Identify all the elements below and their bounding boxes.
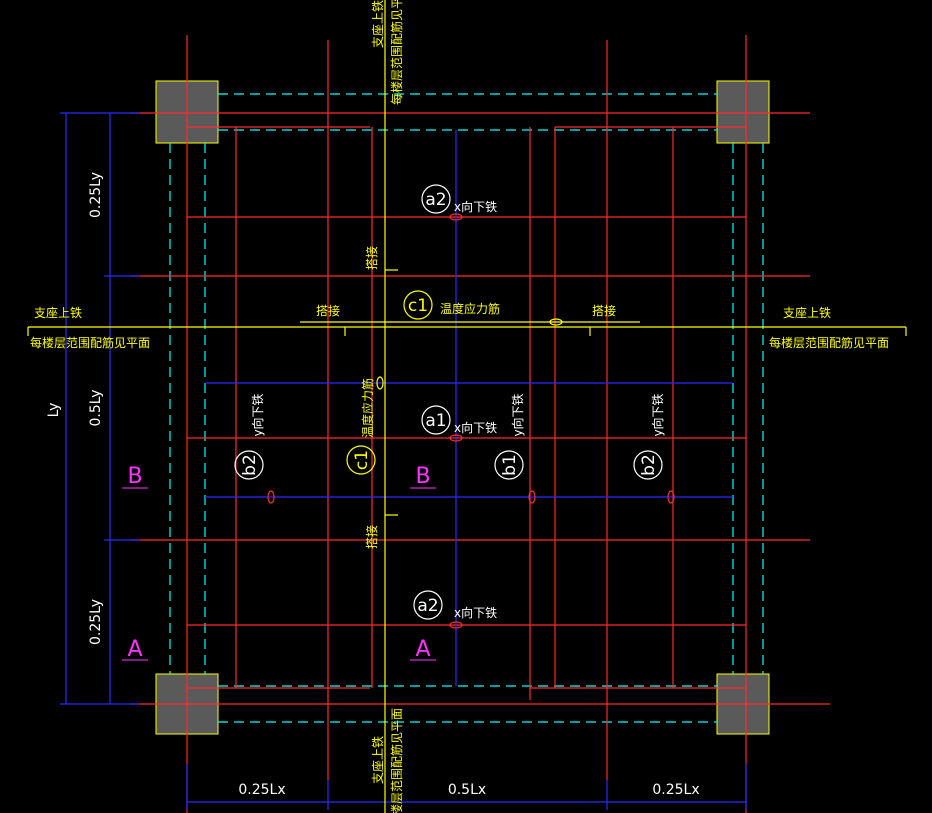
bubble-b2-left: b2 (234, 450, 264, 480)
lap-label-vertical-top: 搭接 (364, 246, 379, 270)
bar-marker-c1-v (376, 376, 384, 390)
y-rebar-label-right: y向下铁 (650, 393, 665, 436)
bubble-a2-bottom-text: a2 (417, 596, 438, 616)
zone-label-a-left: A (127, 637, 142, 662)
dim-label-quarter-ly-bottom: 0.25Ly (88, 599, 104, 645)
lap-label-horizontal-right: 搭接 (592, 303, 616, 318)
bubble-a1-text: a1 (425, 411, 446, 431)
bubble-a2-bottom: a2 (413, 590, 443, 620)
x-rebar-label-bottom: x向下铁 (454, 605, 497, 620)
bubbles: a2 a1 a2 b2 b1 b2 c1 c1 (234, 184, 663, 620)
x-rebar-label-top: x向下铁 (454, 199, 497, 214)
support-top-label-bottom: 支座上铁 (370, 736, 385, 784)
zone-label-b-center: B (415, 464, 430, 489)
annotations: x向下铁 x向下铁 x向下铁 温度应力筋 搭接 搭接 支座上铁 每楼层范围配筋见… (30, 199, 889, 798)
support-top-label-right: 支座上铁 (783, 305, 831, 320)
zone-label-a-center: A (415, 637, 430, 662)
dim-label-half-ly: 0.5Ly (88, 389, 104, 426)
lap-label-vertical-bottom: 搭接 (364, 525, 379, 549)
vertical-annotations: Ly 0.25Ly 0.5Ly 0.25Ly y向下铁 y向下铁 y向下铁 温度… (46, 0, 665, 813)
bar-markers (267, 213, 675, 629)
lap-label-horizontal-left: 搭接 (316, 303, 340, 318)
bubble-b1: b1 (494, 450, 524, 480)
dim-label-quarter-lx-left: 0.25Lx (238, 782, 285, 798)
dim-label-quarter-ly-top: 0.25Ly (88, 172, 104, 218)
column-top-right (716, 80, 770, 144)
bubble-c1-horizontal: c1 (403, 290, 433, 320)
bubble-c1-horizontal-text: c1 (408, 296, 428, 316)
bar-marker-a2-bottom (449, 621, 463, 629)
support-top-label-left: 支座上铁 (34, 305, 82, 320)
support-note-right: 每楼层范围配筋见平面 (769, 335, 889, 350)
blue-lines (60, 112, 747, 810)
support-note-bottom: 每楼层范围配筋见平面 (389, 708, 404, 813)
support-top-label-top: 支座上铁 (370, 0, 385, 48)
bubble-b1-text: b1 (500, 454, 520, 476)
bar-marker-c1-h (549, 318, 563, 326)
dim-label-quarter-lx-right: 0.25Lx (652, 782, 699, 798)
support-note-left: 每楼层范围配筋见平面 (30, 335, 150, 350)
dim-label-ly: Ly (46, 403, 62, 418)
beam-edges (169, 93, 764, 723)
y-rebar-label-mid: y向下铁 (510, 393, 525, 436)
bubble-a2-top: a2 (421, 184, 451, 214)
columns (155, 80, 770, 735)
bar-marker-b2-right (667, 490, 675, 504)
bubble-b2-right-text: b2 (639, 454, 659, 476)
dim-label-half-lx: 0.5Lx (448, 782, 486, 798)
bar-marker-a1 (449, 434, 463, 442)
support-note-top: 每楼层范围配筋见平面 (389, 0, 404, 105)
bubble-a1: a1 (421, 405, 451, 435)
temp-rebar-label-vertical: 温度应力筋 (360, 378, 375, 438)
bubble-b2-right: b2 (633, 450, 663, 480)
temp-rebar-label: 温度应力筋 (440, 301, 500, 316)
bar-marker-b1 (528, 490, 536, 504)
zone-label-b-left: B (127, 464, 142, 489)
bar-marker-a2-top (449, 213, 463, 221)
yellow-lines (27, 0, 907, 813)
bubble-c1-vertical: c1 (346, 445, 376, 475)
support-rebar-lines (130, 35, 830, 813)
bar-marker-b2-left (267, 490, 275, 504)
bubble-b2-left-text: b2 (240, 454, 260, 476)
y-rebar-label-left: y向下铁 (250, 393, 265, 436)
x-rebar-label-mid: x向下铁 (454, 420, 497, 435)
bubble-a2-top-text: a2 (425, 190, 446, 210)
bubble-c1-vertical-text: c1 (352, 450, 372, 470)
